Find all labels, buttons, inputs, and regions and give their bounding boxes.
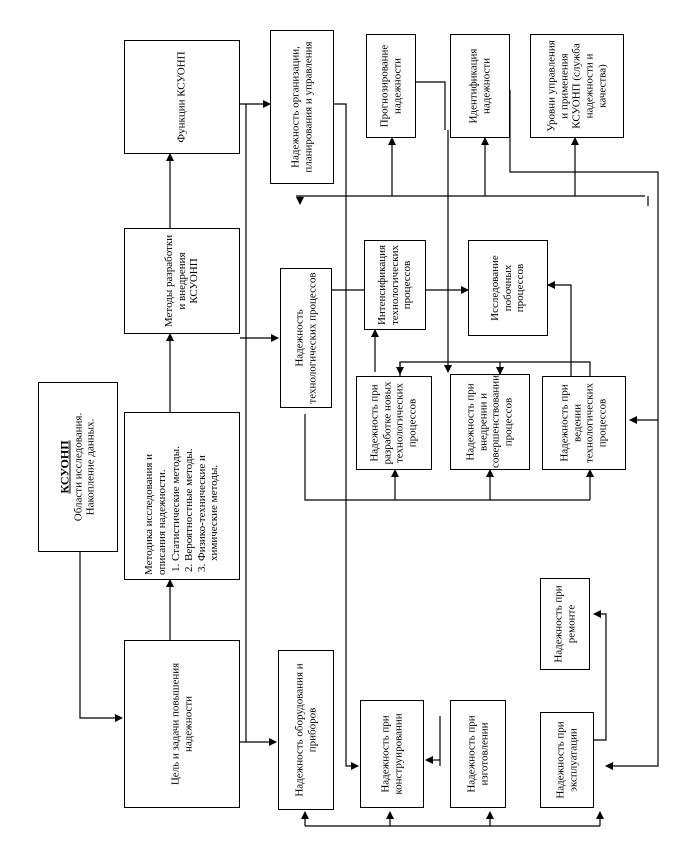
ksuonp-title: КСУОНП: [57, 440, 72, 494]
metodika-box: Методика исследования и описания надежно…: [124, 412, 240, 580]
cel-box: Цель и задачи повышения надежности: [124, 640, 240, 808]
konstr-label: Надежность при конструировании: [379, 713, 404, 795]
metodika-heading: Методика исследования и описания надежно…: [143, 453, 168, 575]
metodika-item: Физико-технические и химические методы.: [196, 417, 221, 561]
metody-label: Методы разработки и внедрения КСУОНП: [163, 234, 201, 328]
ident-box: Идентификация надежности: [450, 34, 510, 138]
ksuonp-box: КСУОНП Области исследования. Накопление …: [38, 382, 118, 552]
org-box: Надежность организации, планирования и у…: [270, 30, 334, 184]
oborud-box: Надежность оборудования и приборов: [278, 650, 334, 810]
prognoz-box: Прогнозирование надежности: [366, 34, 416, 138]
remont-box: Надежность при ремонте: [540, 578, 590, 670]
funkcii-label: Функции КСУОНП: [175, 51, 188, 143]
connector-org-konstr: [330, 103, 359, 770]
ident-label: Идентификация надежности: [467, 48, 492, 124]
connector-ksuonp-cel: [79, 552, 123, 722]
konstr-box: Надежность при конструировании: [360, 700, 424, 808]
pobochn-label: Исследование побочных процессов: [489, 255, 527, 321]
izgot-label: Надежность при изготовлении: [465, 715, 490, 793]
urovni-box: Уровни управления и применения КСУОНП (с…: [530, 34, 624, 138]
tehproc-box: Надежность технологических процессов: [280, 268, 332, 408]
ekspl-label: Надежность при эксплуатации: [554, 721, 579, 799]
prognoz-label: Прогнозирование надежности: [378, 44, 403, 128]
veden-box: Надежность при ведении технологических п…: [542, 376, 626, 470]
metodika-item: Статистические методы.: [170, 417, 183, 561]
metodika-item: Вероятностные методы.: [183, 417, 196, 561]
ekspl-box: Надежность при эксплуатации: [540, 712, 594, 808]
vnedr-label: Надежность при внедрении и совершенствов…: [464, 374, 515, 468]
pobochn-box: Исследование побочных процессов: [468, 240, 548, 336]
intens-box: Интенсификация технологических процессов: [364, 240, 426, 330]
oborud-label: Надежность оборудования и приборов: [293, 663, 318, 797]
tehproc-label: Надежность технологических процессов: [293, 272, 318, 404]
razrab-box: Надежность при разработке новых технолог…: [356, 376, 432, 470]
ksuonp-line2: Накопление данных.: [84, 418, 97, 516]
veden-label: Надежность при ведении технологических п…: [558, 383, 609, 463]
remont-label: Надежность при ремонте: [552, 585, 577, 663]
funkcii-box: Функции КСУОНП: [124, 40, 240, 154]
vnedr-box: Надежность при внедрении и совершенствов…: [450, 374, 530, 470]
metody-box: Методы разработки и внедрения КСУОНП: [124, 228, 240, 334]
razrab-label: Надежность при разработке новых технолог…: [368, 381, 419, 465]
izgot-box: Надежность при изготовлении: [450, 700, 506, 808]
ksuonp-line1: Области исследования.: [72, 412, 85, 522]
org-label: Надежность организации, планирования и у…: [289, 41, 314, 173]
urovni-label: Уровни управления и применения КСУОНП (с…: [545, 40, 608, 132]
cel-label: Цель и задачи повышения надежности: [169, 662, 194, 786]
intens-label: Интенсификация технологических процессов: [376, 244, 414, 326]
